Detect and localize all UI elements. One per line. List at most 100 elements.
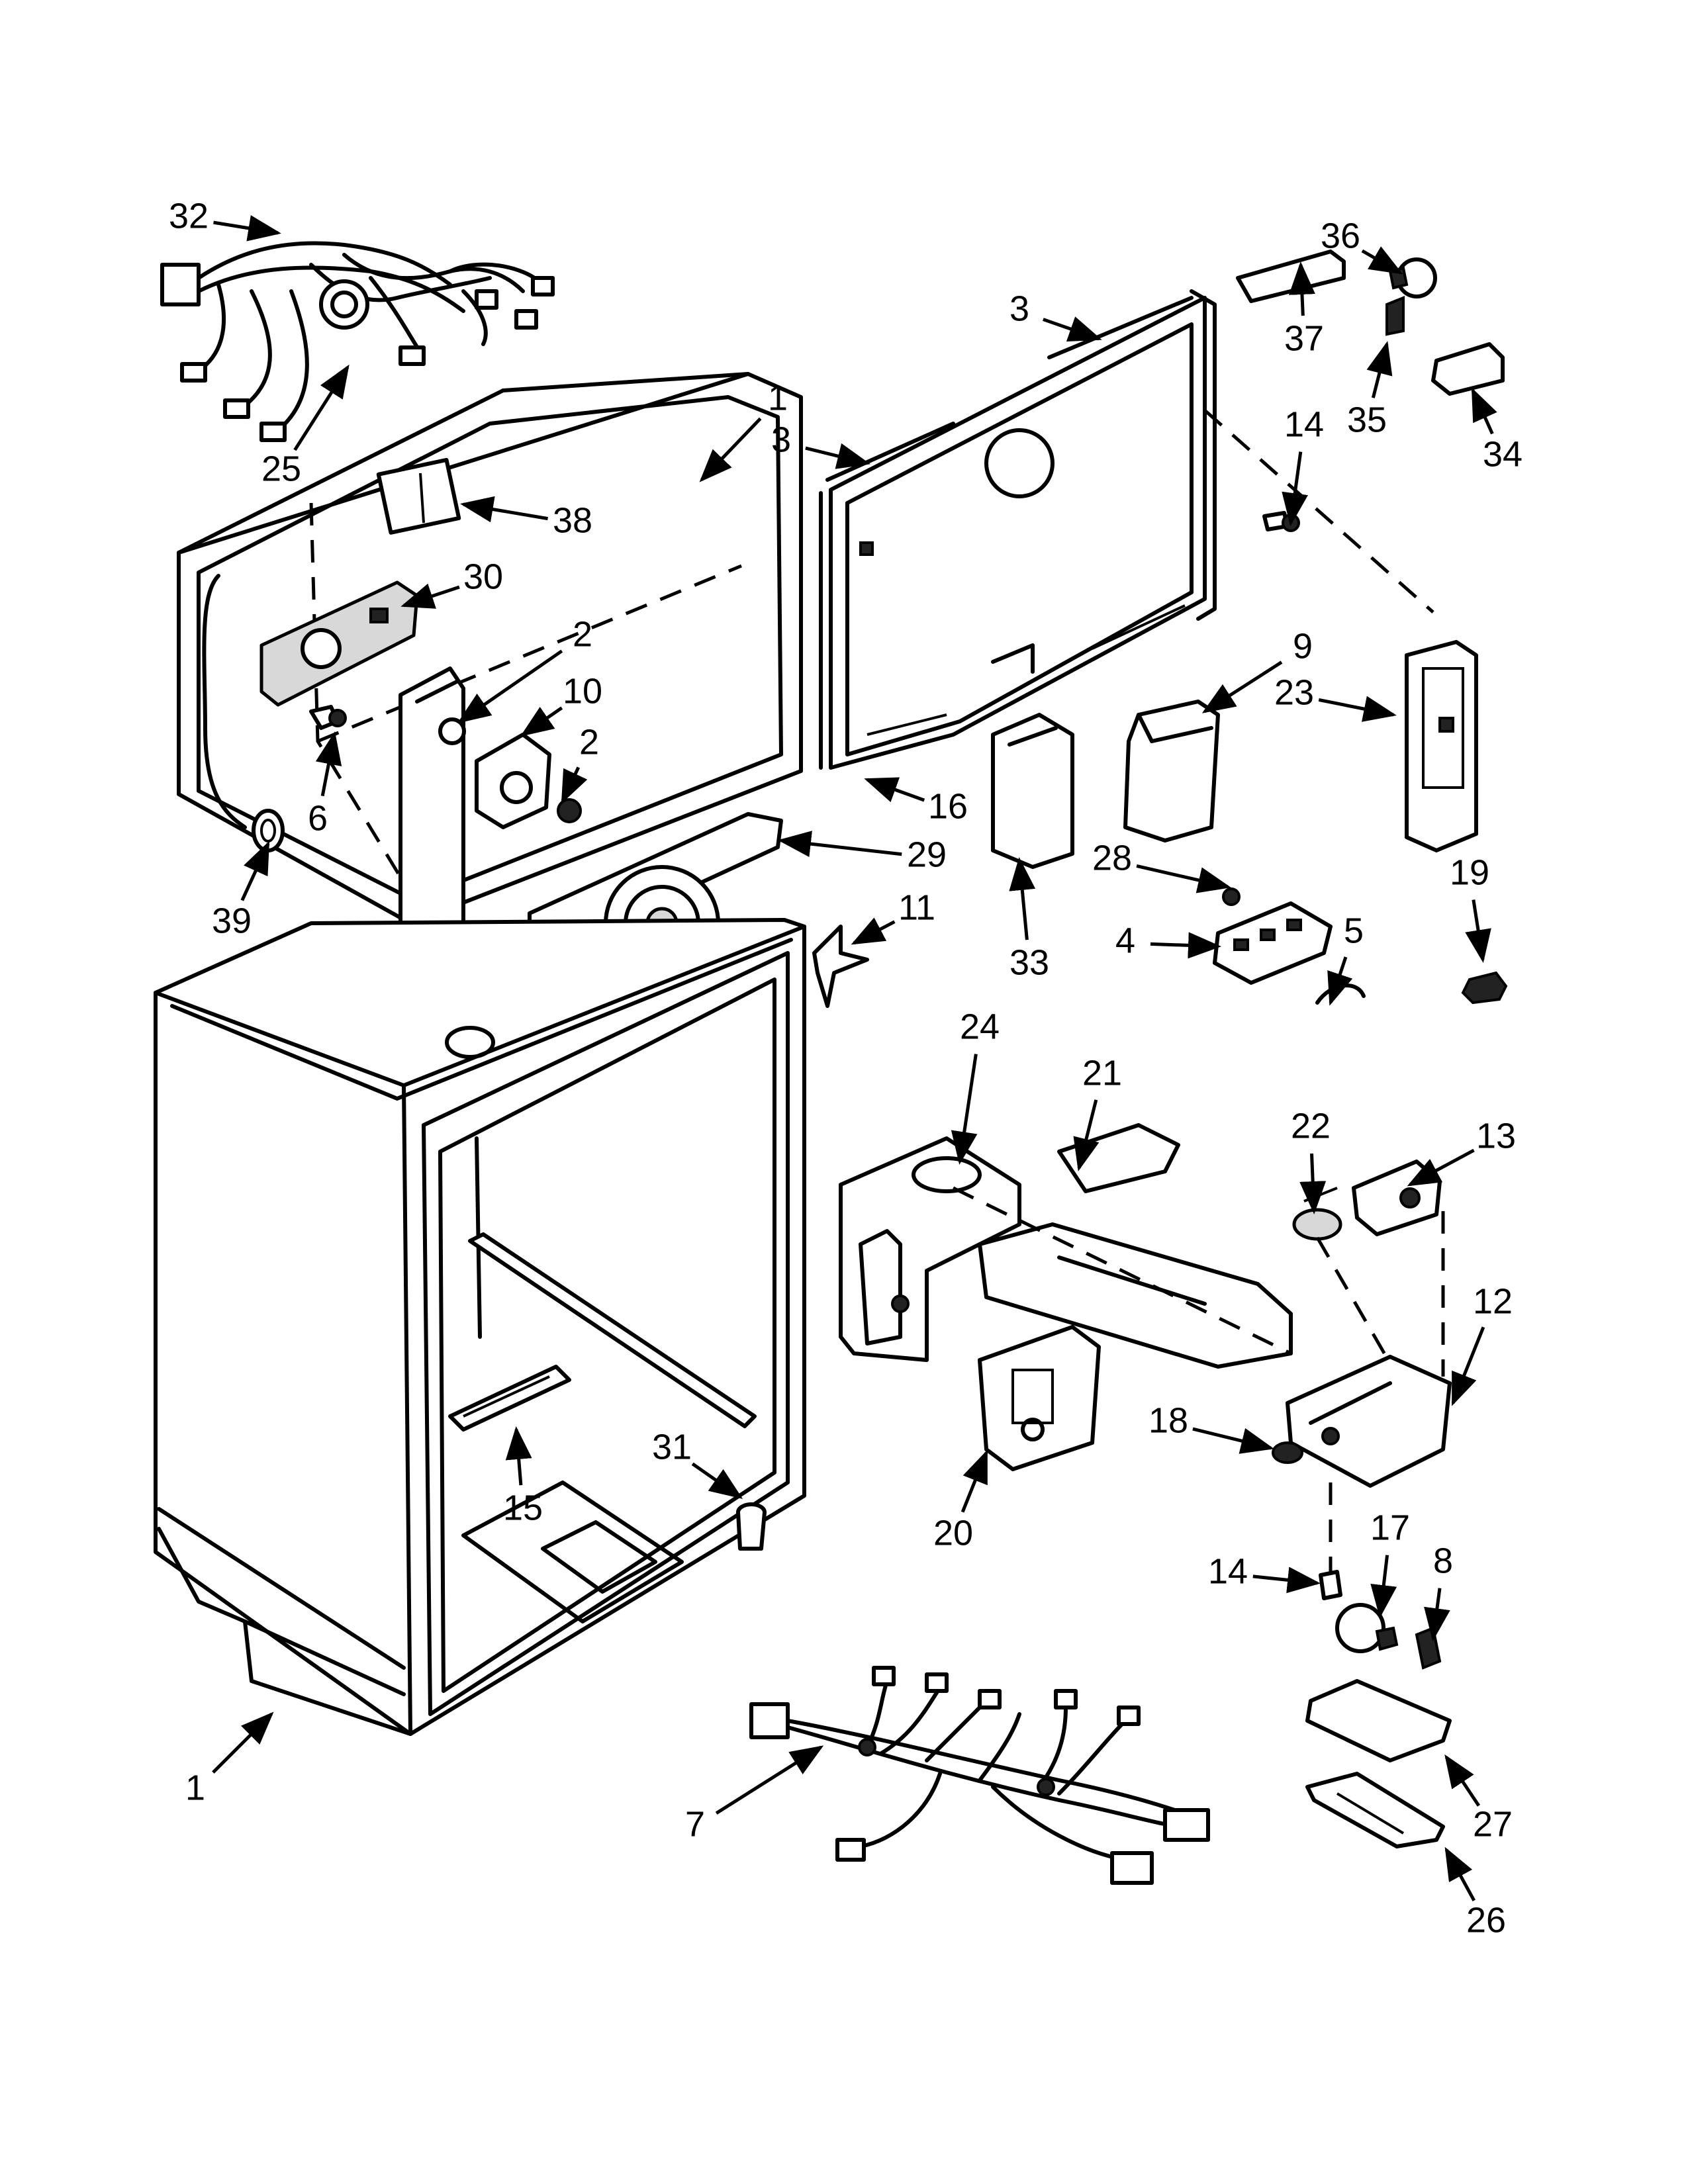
callout-c20: 20: [933, 1449, 988, 1553]
callout-number: 32: [169, 196, 209, 236]
callout-c13: 13: [1407, 1116, 1516, 1187]
callout-leader-arrow: [1150, 932, 1221, 959]
callout-number: 13: [1476, 1116, 1516, 1156]
lamp-assembly-lower: [1305, 1603, 1452, 1848]
callout-number: 36: [1321, 216, 1360, 255]
callout-number: 14: [1208, 1551, 1248, 1591]
callout-leader-arrow: [805, 443, 870, 469]
callout-number: 4: [1115, 921, 1135, 960]
callout-number: 31: [652, 1427, 692, 1467]
callout-c27: 27: [1444, 1754, 1513, 1844]
callout-leader-arrow: [460, 496, 548, 523]
callout-c10: 10: [520, 671, 602, 737]
plug-part-31: [736, 1502, 767, 1551]
callout-leader-arrow: [240, 841, 270, 901]
callout-leader-arrow: [213, 215, 281, 242]
callout-leader-arrow: [315, 731, 342, 797]
callout-number: 25: [261, 449, 301, 488]
callout-number: 21: [1082, 1053, 1122, 1093]
callout-leader-arrow: [561, 766, 588, 804]
upper-liner: [177, 372, 803, 925]
callout-number: 22: [1291, 1106, 1331, 1146]
callout-leader-arrow: [1192, 1427, 1274, 1454]
wire-harness-lower: [749, 1666, 1210, 1885]
callout-leader-arrow: [1201, 660, 1283, 713]
callout-leader-arrow: [1136, 864, 1231, 893]
screw-part-14-lower: [1319, 1482, 1342, 1600]
callout-leader-arrow: [951, 1054, 978, 1165]
callout-c7: 7: [685, 1745, 824, 1844]
callout-c6: 6: [308, 731, 342, 838]
callout-leader-arrow: [699, 417, 762, 482]
callout-leader-arrow: [1370, 1555, 1397, 1618]
callout-leader-arrow: [1299, 1153, 1327, 1214]
callout-c19: 19: [1450, 852, 1491, 963]
callout-number: 9: [1293, 626, 1313, 666]
callout-number: 3: [771, 420, 791, 459]
callout-c28: 28: [1092, 838, 1231, 893]
callout-c14a: 14: [1282, 404, 1324, 526]
callout-leader-arrow: [1282, 451, 1308, 526]
callout-number: 2: [579, 722, 599, 762]
callout-c12: 12: [1451, 1281, 1513, 1406]
clip-part-19: [1461, 971, 1508, 1005]
callout-leader-arrow: [1366, 341, 1393, 398]
callout-leader-arrow: [293, 364, 350, 451]
callout-leader-arrow: [1451, 1326, 1485, 1406]
callout-c34: 34: [1471, 387, 1523, 474]
callout-number: 8: [1433, 1541, 1453, 1580]
callout-number: 35: [1347, 400, 1387, 439]
callout-number: 26: [1466, 1900, 1506, 1940]
callout-leader-arrow: [1465, 899, 1491, 963]
callout-c38: 38: [460, 496, 592, 540]
callout-leader-arrow: [851, 917, 896, 945]
callout-number: 24: [960, 1007, 1000, 1046]
callout-c31: 31: [652, 1427, 743, 1499]
callout-number: 7: [685, 1804, 705, 1844]
callout-number: 18: [1149, 1400, 1188, 1440]
callout-leader-arrow: [1252, 1567, 1321, 1594]
callout-c1a: 1: [699, 378, 788, 482]
callout-c33: 33: [1009, 857, 1049, 982]
callout-number: 38: [553, 500, 592, 540]
callout-number: 28: [1092, 838, 1132, 878]
callout-leader-arrow: [1444, 1754, 1481, 1807]
screw-part-14-upper: [1262, 511, 1300, 532]
callout-number: 3: [1009, 289, 1029, 328]
callout-c26: 26: [1444, 1846, 1506, 1940]
callout-c36: 36: [1321, 216, 1403, 275]
callout-leader-arrow: [212, 1711, 274, 1774]
callout-leader-arrow: [1424, 1588, 1450, 1641]
callout-number: 16: [928, 786, 968, 826]
lamp-assembly-upper: [1236, 250, 1505, 396]
callout-number: 19: [1450, 852, 1489, 892]
callout-leader-arrow: [1361, 246, 1403, 275]
callout-number: 14: [1284, 404, 1324, 444]
fan-blade-part-11: [812, 925, 869, 1008]
bracket-part-30: [259, 580, 419, 707]
duct-assembly: [839, 1123, 1452, 1488]
back-panel: [819, 289, 1434, 770]
cover-part-33: [991, 713, 1074, 869]
callout-leader-arrow: [961, 1449, 988, 1513]
callout-leader-arrow: [505, 1426, 532, 1486]
control-board-part-4: [1213, 887, 1366, 1005]
callout-c11: 11: [851, 887, 935, 945]
callout-c17: 17: [1370, 1508, 1410, 1618]
callout-number: 12: [1473, 1281, 1513, 1321]
callout-leader-arrow: [715, 1745, 824, 1815]
callout-c35: 35: [1347, 341, 1393, 439]
callout-number: 17: [1370, 1508, 1410, 1547]
callout-c1b: 1: [185, 1711, 274, 1807]
lower-liner: [154, 918, 806, 1736]
callout-number: 33: [1009, 942, 1049, 982]
callout-leader-arrow: [691, 1462, 743, 1499]
screw-part-6: [309, 705, 347, 730]
callout-c3a: 3: [1009, 289, 1102, 342]
callout-number: 1: [185, 1768, 205, 1807]
callout-c22: 22: [1291, 1106, 1331, 1214]
vent-cover-part-23: [1405, 640, 1478, 852]
callout-c18: 18: [1149, 1400, 1274, 1454]
